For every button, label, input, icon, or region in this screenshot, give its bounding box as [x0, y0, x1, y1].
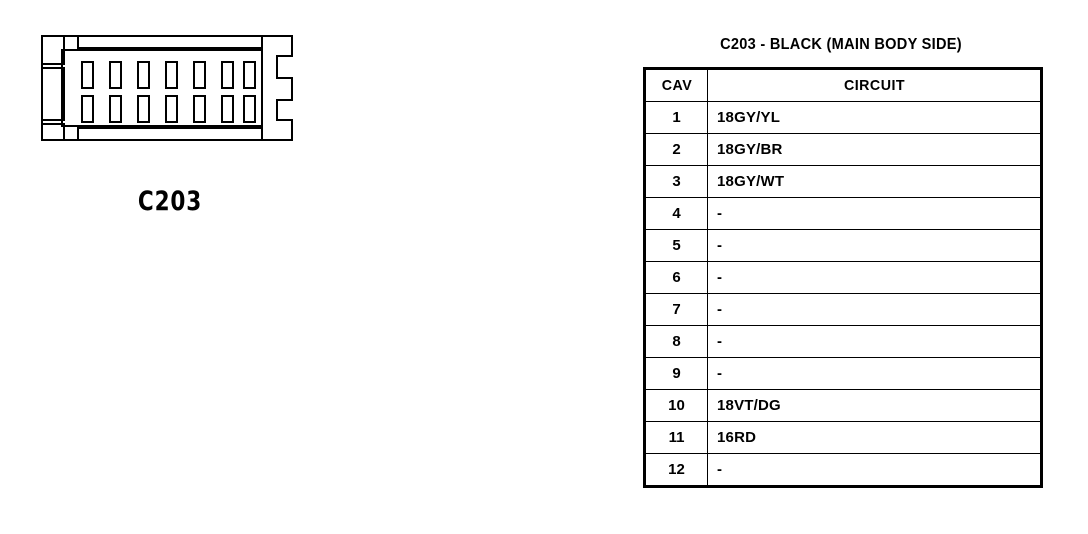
cavity-slot	[165, 95, 178, 123]
cav-value: 12	[643, 453, 708, 488]
connector-name-label: C203	[137, 186, 203, 217]
table-row: 3 18GY/WT	[643, 165, 1043, 198]
cavity-slot	[165, 61, 178, 89]
cav-value: 9	[643, 357, 708, 390]
table-row: 12 -	[643, 453, 1043, 488]
circuit-value: 18GY/YL	[707, 101, 1043, 134]
bottom-inner-rail	[77, 127, 263, 141]
cav-value: 8	[643, 325, 708, 358]
table-row: 10 18VT/DG	[643, 389, 1043, 422]
table-header-row: CAV CIRCUIT	[644, 67, 1042, 102]
cavity-slot	[137, 95, 150, 123]
column-header-circuit: CIRCUIT	[715, 67, 1035, 102]
cav-value: 6	[643, 261, 708, 294]
cav-value: 7	[643, 293, 708, 326]
table-row: 9 -	[643, 357, 1043, 390]
cavity-slot	[221, 61, 234, 89]
cavity-slot	[221, 95, 234, 123]
cavity-slot	[243, 61, 256, 89]
cavity-slot	[109, 61, 122, 89]
circuit-value: -	[707, 197, 1043, 230]
cavity-slot	[81, 95, 94, 123]
circuit-value: -	[707, 357, 1043, 390]
table-row: 7 -	[643, 293, 1043, 326]
cavity-slot	[137, 61, 150, 89]
column-header-cav: CAV	[644, 67, 707, 102]
circuit-value: 18VT/DG	[707, 389, 1043, 422]
cav-value: 3	[643, 165, 708, 198]
circuit-value: -	[707, 293, 1043, 326]
circuit-value: -	[707, 261, 1043, 294]
table-row: 8 -	[643, 325, 1043, 358]
circuit-value: 18GY/WT	[707, 165, 1043, 198]
cav-value: 10	[643, 389, 708, 422]
cavity-slot	[193, 61, 206, 89]
table-row: 1 18GY/YL	[643, 101, 1043, 134]
circuit-value: -	[707, 453, 1043, 488]
connector-diagram-panel: C203	[41, 35, 293, 217]
cavity-slot	[193, 95, 206, 123]
cav-value: 11	[643, 421, 708, 454]
cav-value: 4	[643, 197, 708, 230]
table-row: 4 -	[643, 197, 1043, 230]
left-middle-tab	[41, 67, 65, 121]
pinout-table-body: 1 18GY/YL 2 18GY/BR 3 18GY/WT 4 - 5 - 6 …	[643, 101, 1043, 488]
circuit-value: -	[707, 229, 1043, 262]
left-upper-tab	[41, 35, 65, 65]
circuit-value: 16RD	[707, 421, 1043, 454]
cavity-slot	[81, 61, 94, 89]
top-inner-rail	[77, 35, 263, 49]
connector-face-drawing	[41, 35, 293, 141]
cav-value: 2	[643, 133, 708, 166]
cavity-slot	[109, 95, 122, 123]
table-row: 6 -	[643, 261, 1043, 294]
circuit-value: -	[707, 325, 1043, 358]
circuit-value: 18GY/BR	[707, 133, 1043, 166]
table-row: 2 18GY/BR	[643, 133, 1043, 166]
cavity-slot	[243, 95, 256, 123]
pinout-table-title: C203 - BLACK (MAIN BODY SIDE)	[720, 36, 962, 53]
pinout-table: CAV CIRCUIT 1 18GY/YL 2 18GY/BR 3 18GY/W…	[643, 67, 1043, 488]
cav-value: 1	[643, 101, 708, 134]
left-lower-tab	[41, 123, 65, 141]
table-row: 11 16RD	[643, 421, 1043, 454]
cav-value: 5	[643, 229, 708, 262]
table-row: 5 -	[643, 229, 1043, 262]
